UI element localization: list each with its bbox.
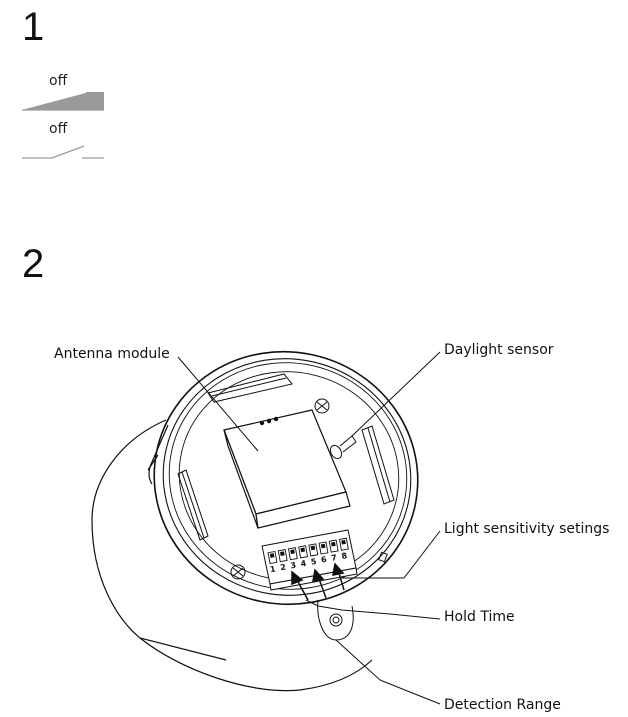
dip-switch-number: 7 — [331, 553, 338, 563]
sensor-housing — [91, 419, 373, 692]
sensitivity-leader — [340, 530, 441, 579]
front-rings — [153, 350, 419, 606]
dip-switch-knob — [290, 549, 295, 555]
dip-switch-knob — [320, 543, 326, 549]
antenna-module — [223, 409, 351, 529]
dip-switch-number: 3 — [290, 561, 297, 571]
dimmer-ramp-icon — [22, 92, 104, 111]
step-1-number: 1 — [22, 5, 45, 49]
detection-range-label: Detection Range — [444, 697, 561, 713]
dip-switch-number: 8 — [341, 551, 348, 561]
daylight-sensor-label: Daylight sensor — [444, 342, 554, 358]
tiny-knob — [378, 551, 388, 563]
dip-switch-knob — [310, 545, 316, 551]
dip-switch-number: 4 — [300, 559, 307, 569]
hold-time-label: Hold Time — [444, 609, 515, 625]
dip-switch-knob — [280, 551, 285, 556]
dip-switch-number: 6 — [320, 555, 327, 565]
switch-off-label: off — [49, 121, 68, 137]
dip-switch-knob — [331, 541, 336, 547]
step-2-number: 2 — [22, 242, 45, 286]
dip-switch-number: 5 — [310, 557, 317, 567]
dip-arrows — [291, 562, 345, 601]
daylight-sensor-led — [329, 435, 357, 460]
side-clip-left — [177, 469, 209, 541]
antenna-leader — [177, 356, 259, 452]
light-sensitivity-label: Light sensitivity setings — [444, 521, 610, 537]
dimmer-off-label: off — [49, 73, 68, 89]
dip-switch-keys — [267, 537, 349, 565]
dip-switch-number: 1 — [269, 564, 276, 574]
detection-leader — [335, 639, 441, 705]
switch-open-icon — [22, 145, 104, 159]
dip-switch-knob — [269, 553, 275, 558]
antenna-module-label: Antenna module — [54, 346, 170, 362]
side-clip-right — [361, 425, 395, 505]
daylight-leader — [351, 351, 441, 437]
dip-switch-number: 2 — [280, 563, 287, 573]
hold-leader — [305, 599, 441, 620]
dip-switch-knob — [341, 539, 346, 545]
top-bracket — [207, 373, 293, 403]
leader-lines — [177, 351, 441, 705]
screw-bottom-left — [230, 564, 246, 580]
dip-switch-knob — [300, 547, 306, 553]
mounting-tab — [317, 599, 354, 641]
screw-top-right — [314, 398, 330, 414]
